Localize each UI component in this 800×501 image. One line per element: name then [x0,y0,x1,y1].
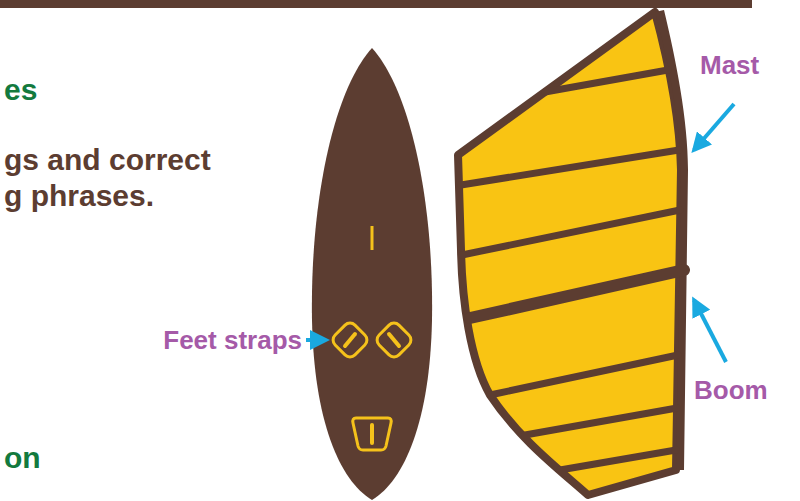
board [312,48,432,500]
cropped-instruction: gs and correct g phrases. [4,142,232,214]
battens [461,70,680,470]
cropped-heading: es [4,72,37,108]
part-label: Boom [694,375,768,406]
boom-bar [470,270,684,318]
part-label: Mast [700,50,759,81]
top-bar [0,0,752,8]
part-label: Feet straps [163,325,302,356]
sail [458,12,681,495]
leader-arrows [306,104,734,362]
board-mark [371,226,374,250]
cropped-heading: on [4,440,41,476]
foot-straps [330,320,414,450]
mast-line [655,10,688,470]
